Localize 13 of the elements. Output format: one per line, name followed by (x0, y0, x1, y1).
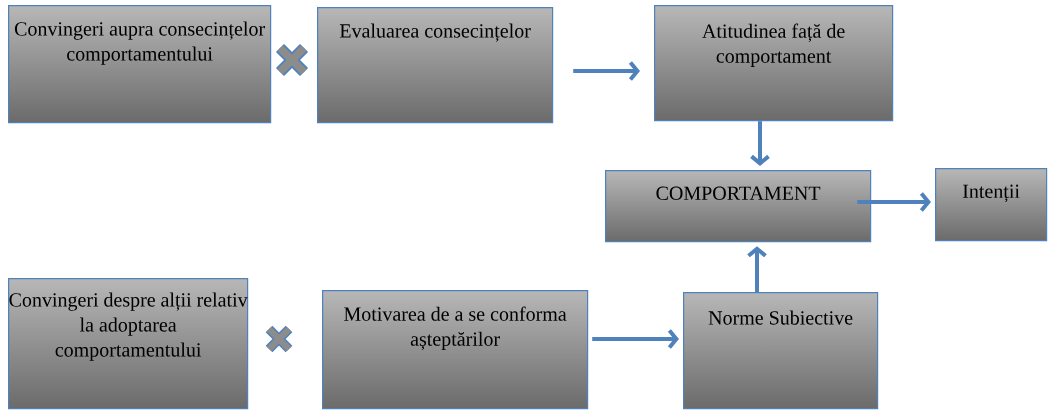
arrow (750, 121, 770, 166)
arrow (573, 61, 640, 81)
process-box: Norme Subiective (683, 292, 879, 410)
process-box: Intenții (935, 168, 1048, 242)
process-box: Atitudinea față de comportament (654, 5, 894, 122)
process-box: Evaluarea consecințelor (317, 7, 554, 124)
process-box: COMPORTAMENT (605, 170, 872, 243)
arrow (857, 192, 931, 212)
process-box: Convingeri despre alții relativ la adoptarea comportamentului (8, 278, 249, 410)
arrow (747, 246, 767, 292)
process-box: Convingeri aupra consecințelor comportamentului (8, 5, 272, 124)
process-box: Motivarea de a se conforma așteptărilor (322, 290, 589, 410)
arrow (592, 329, 679, 349)
